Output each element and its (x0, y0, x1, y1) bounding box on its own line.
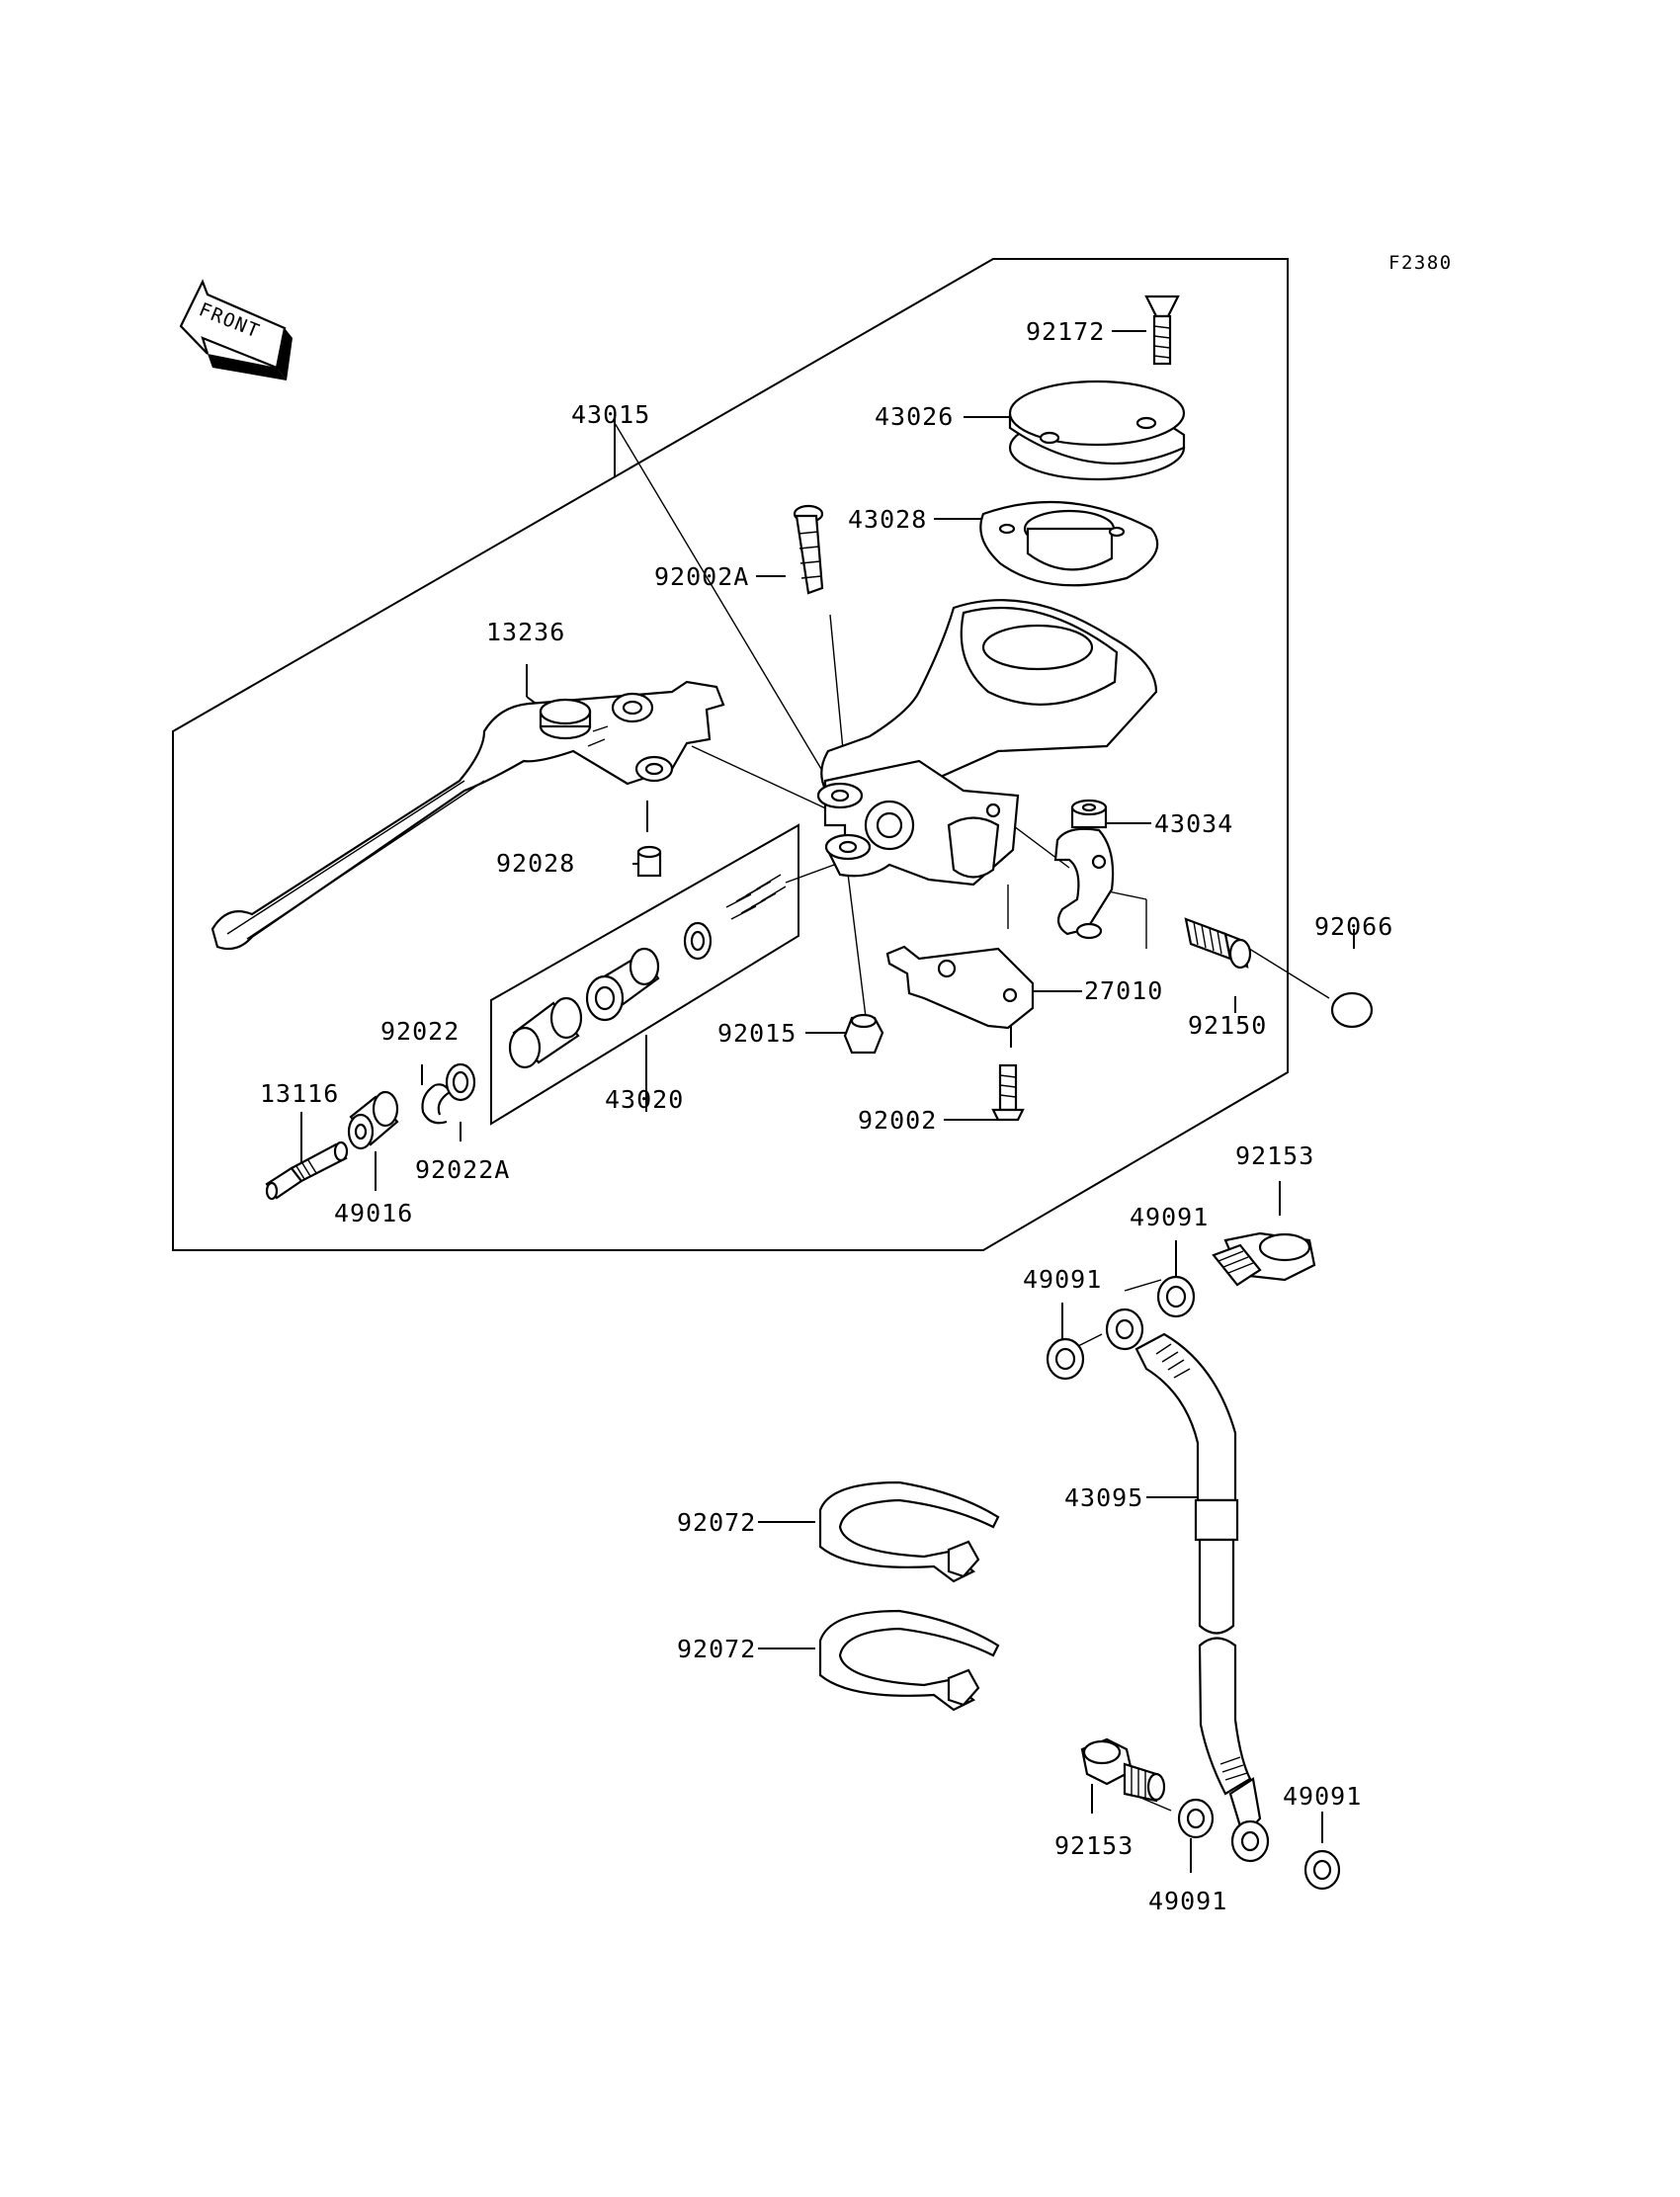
washer-49091-c-icon (1177, 1798, 1215, 1839)
kit-outline-43015 (172, 258, 1289, 1251)
switch-27010-icon (885, 945, 1035, 1030)
label-43095: 43095 (1064, 1483, 1143, 1512)
banjo-bolt-92153-bottom-icon (1080, 1737, 1166, 1803)
banjo-bolt-92153-top-icon (1212, 1231, 1316, 1287)
label-92072-b: 92072 (677, 1635, 756, 1663)
cable-tie-92072-a-icon (818, 1480, 1000, 1583)
label-43015: 43015 (571, 400, 650, 429)
piston-kit-43020-icon (508, 874, 787, 1069)
label-49091-a: 49091 (1130, 1203, 1209, 1231)
nut-92015-icon (843, 1013, 884, 1055)
label-92028: 92028 (496, 849, 575, 878)
diagram-code: F2380 (1388, 252, 1453, 274)
washer-49091-a-icon (1156, 1275, 1196, 1318)
washer-92022A-icon (445, 1062, 476, 1102)
lever-13236-icon (210, 680, 725, 951)
label-13116: 13116 (260, 1079, 339, 1108)
pushrod-13116-icon (265, 1141, 349, 1201)
label-49091-b: 49091 (1023, 1265, 1102, 1294)
label-49091-d: 49091 (1283, 1782, 1362, 1811)
label-92072-a: 92072 (677, 1508, 756, 1537)
label-13236: 13236 (486, 618, 565, 646)
front-arrow-icon: FRONT (179, 279, 293, 380)
label-92002: 92002 (858, 1106, 937, 1135)
washer-49091-b-icon (1046, 1337, 1085, 1381)
label-27010: 27010 (1084, 976, 1163, 1005)
reservoir-cap-43026-icon (1008, 380, 1186, 481)
circlip-92022-icon (421, 1083, 452, 1125)
label-92172: 92172 (1026, 317, 1105, 346)
label-92022: 92022 (380, 1017, 460, 1046)
label-49016: 49016 (334, 1199, 413, 1227)
label-43026: 43026 (875, 402, 954, 431)
cap-92066-icon (1330, 991, 1374, 1029)
cable-tie-92072-b-icon (818, 1609, 1000, 1712)
label-92015: 92015 (717, 1019, 797, 1048)
bushing-49016-icon (347, 1090, 399, 1150)
bushing-92028-icon (636, 845, 662, 878)
label-92153-bottom: 92153 (1054, 1831, 1134, 1860)
label-49091-c: 49091 (1148, 1887, 1227, 1915)
washer-49091-d-icon (1303, 1849, 1341, 1891)
clutch-hose-43095-icon (1105, 1308, 1270, 1863)
clamp-43034-icon (1053, 799, 1115, 940)
screw-92172-icon (1144, 295, 1180, 366)
screw-92002-icon (991, 1063, 1025, 1122)
label-43020: 43020 (605, 1085, 684, 1114)
diaphragm-43028-icon (979, 500, 1159, 587)
label-92066: 92066 (1314, 912, 1393, 941)
master-cylinder-body-icon (816, 599, 1158, 887)
label-43034: 43034 (1154, 809, 1233, 838)
label-92153-top: 92153 (1235, 1141, 1314, 1170)
bolt-92150-icon (1184, 917, 1252, 970)
label-92002A: 92002A (654, 562, 749, 591)
label-43028: 43028 (848, 505, 927, 534)
kit-outline-43020 (490, 823, 799, 1126)
label-92150: 92150 (1188, 1011, 1267, 1040)
label-92022A: 92022A (415, 1155, 510, 1184)
screw-92002A-icon (793, 504, 824, 595)
